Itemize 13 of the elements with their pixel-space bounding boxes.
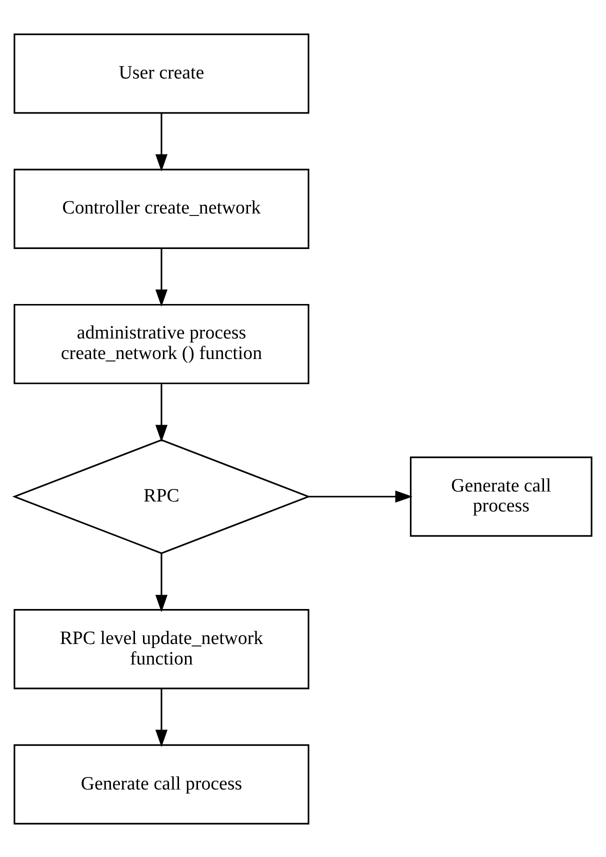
node-box: Generate call process: [410, 456, 592, 536]
arrow: [155, 384, 168, 442]
node-box: Controller create_network: [14, 168, 310, 248]
node-box: RPC level update_network function: [14, 608, 310, 689]
arrow: [308, 490, 413, 502]
node-diamond: RPC: [12, 438, 311, 554]
arrow: [155, 688, 168, 747]
arrow: [155, 552, 168, 612]
node-box: Generate call process: [14, 744, 310, 824]
node-box: administrative process create_network () function: [14, 303, 310, 384]
arrow: [155, 248, 168, 306]
node-box: User create: [14, 33, 310, 114]
arrow: [155, 112, 168, 172]
